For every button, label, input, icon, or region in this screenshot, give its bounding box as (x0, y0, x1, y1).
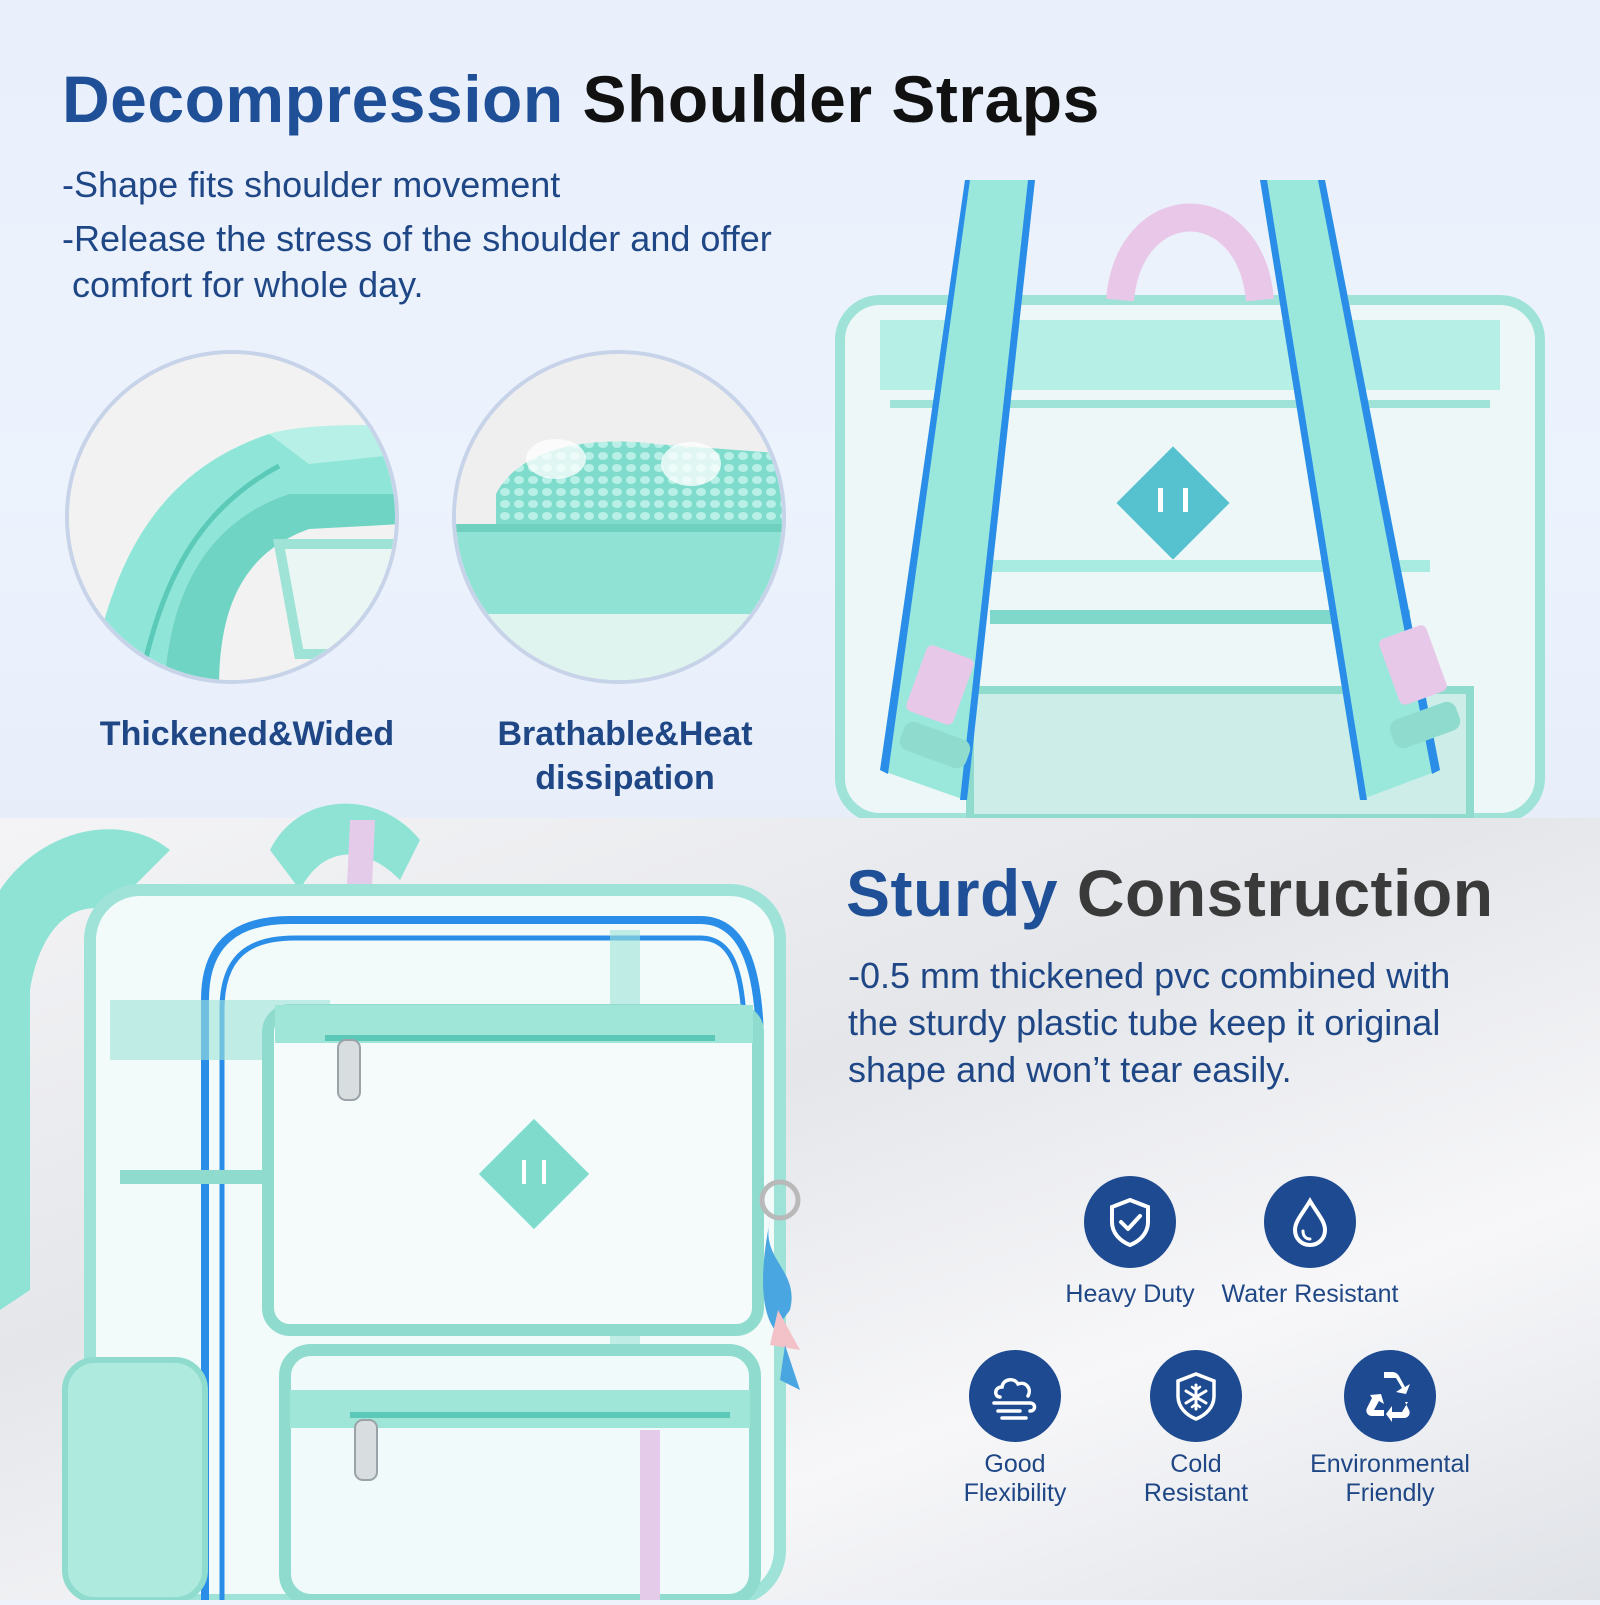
top-bullet-1: -Shape fits shoulder movement (62, 164, 561, 205)
top-headline-accent: Decompression (62, 62, 564, 136)
recycle-icon (1344, 1350, 1436, 1442)
bottom-headline-rest: Construction (1076, 856, 1494, 930)
bottom-desc-line1: -0.5 mm thickened pvc combined with (848, 955, 1451, 996)
feature-good-flexibility: Good Flexibility (935, 1350, 1095, 1508)
feature-cold-resistant: Cold Resistant (1116, 1350, 1276, 1508)
water-drop-icon (1264, 1176, 1356, 1268)
feature-water-resistant: Water Resistant (1200, 1176, 1420, 1309)
feature-label-line2: Resistant (1143, 1479, 1249, 1507)
caption-breathable-line2: dissipation (535, 759, 715, 797)
bottom-desc-line3: shape and won’t tear easily. (848, 1049, 1292, 1090)
top-headline-rest: Shoulder Straps (582, 62, 1100, 136)
shield-check-icon (1084, 1176, 1176, 1268)
feature-heavy-duty: Heavy Duty (1050, 1176, 1210, 1309)
backpack-back-photo (820, 170, 1600, 823)
top-bullet-2-line2: comfort for whole day. (62, 264, 424, 305)
feature-label-line2: Friendly (1345, 1479, 1435, 1507)
feature-label-line1: Cold (1170, 1450, 1222, 1478)
bottom-panel: Sturdy Construction -0.5 mm thickened pv… (0, 803, 1600, 1605)
mesh-closeup-photo (452, 350, 786, 684)
bottom-desc-line2: the sturdy plastic tube keep it original (848, 1002, 1441, 1043)
feature-label: Heavy Duty (1065, 1280, 1195, 1308)
snowflake-shield-icon (1150, 1350, 1242, 1442)
top-panel: Decompression Shoulder Straps -Shape fit… (0, 0, 1600, 823)
backpack-front-photo (0, 790, 830, 1605)
bottom-headline-accent: Sturdy (846, 856, 1059, 930)
cloud-wind-icon (969, 1350, 1061, 1442)
feature-environmental-friendly: Environmental Friendly (1290, 1350, 1490, 1508)
caption-breathable-line1: Brathable&Heat (497, 715, 753, 753)
feature-label-line2: Flexibility (963, 1479, 1067, 1507)
top-bullet-2-line1: -Release the stress of the shoulder and … (62, 218, 772, 259)
caption-thickened: Thickened&Wided (99, 715, 395, 753)
feature-label-line1: Environmental (1310, 1450, 1470, 1478)
bottom-headline: Sturdy Construction (846, 860, 1494, 926)
feature-label: Water Resistant (1221, 1280, 1399, 1308)
strap-closeup-photo (65, 350, 399, 684)
feature-label-line1: Good (984, 1450, 1046, 1478)
top-headline: Decompression Shoulder Straps (62, 66, 1100, 132)
